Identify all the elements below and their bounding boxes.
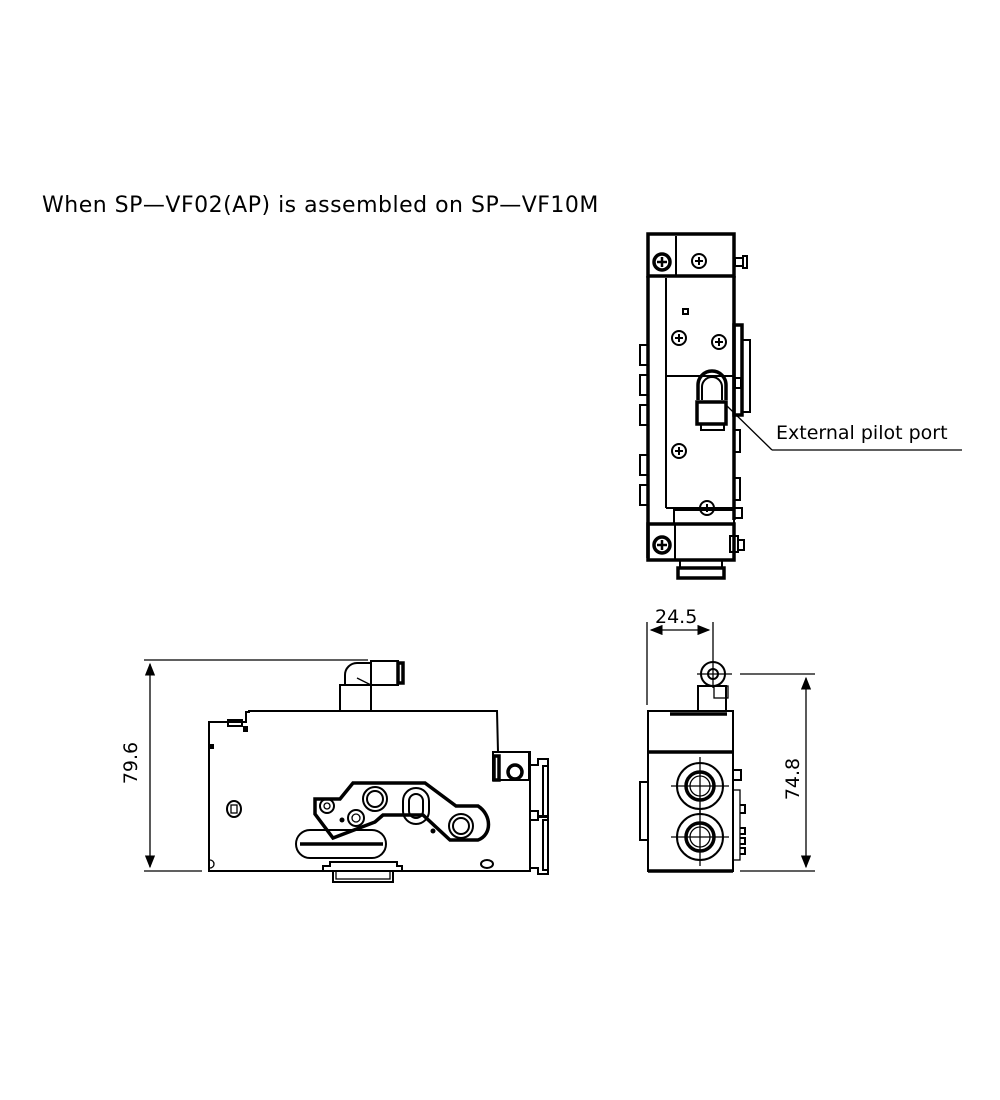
external-pilot-port-label: External pilot port: [776, 422, 948, 444]
dimension-side-height: 79.6: [120, 741, 143, 785]
dimension-front-width: 24.5: [655, 606, 698, 628]
drawing-title: When SP—VF02(AP) is assembled on SP—VF10…: [42, 193, 599, 218]
side-view: [144, 659, 549, 883]
dimension-front-height: 74.8: [782, 757, 805, 801]
top-view: [639, 232, 962, 580]
front-view: [639, 622, 815, 873]
